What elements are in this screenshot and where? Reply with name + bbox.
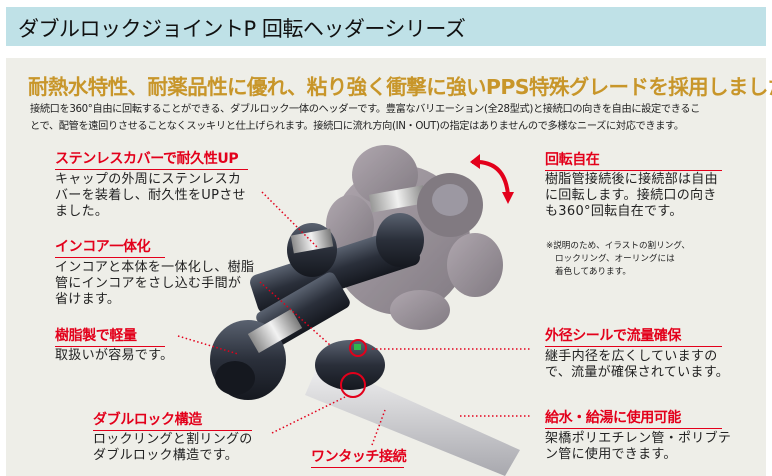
header-body <box>210 213 520 476</box>
leader-lines <box>177 191 530 446</box>
feature-title-onetouch: ワンタッチ接続 <box>311 446 407 468</box>
feature-title-stainless: ステンレスカバーで耐久性UP <box>55 148 248 170</box>
feature-title-rotation: 回転自在 <box>545 149 722 171</box>
page-title: ダブルロックジョイントP 回転ヘッダーシリーズ <box>18 17 466 41</box>
feature-title-seal: 外径シールで流量確保 <box>545 325 722 347</box>
feature-desc-resin: 取扱いが容易です。 <box>55 348 174 363</box>
feature-desc-seal: 継手内径を広くしていますので、流量が確保されています。 <box>545 349 729 380</box>
feature-title-resin: 樹脂製で軽量 <box>55 325 165 347</box>
feature-desc-usage: 架橋ポリエチレン管・ポリブテン管に使用できます。 <box>545 431 732 462</box>
feature-title-doublelock: ダブルロック構造 <box>93 409 252 431</box>
feature-desc-incore: インコアと本体を一体化し、樹脂管にインコアをさし込む手間が省けます。 <box>55 260 255 307</box>
illustration-note: ※説明のため、イラストの割リング、ロックリング、オーリングには着色してあります。 <box>546 241 690 277</box>
feature-desc-doublelock: ロックリングと割リングのダブルロック構造です。 <box>93 432 253 463</box>
feature-title-incore: インコア一体化 <box>55 236 165 258</box>
feature-title-usage: 給水・給湯に使用可能 <box>545 407 722 429</box>
feature-desc-stainless: キャップの外周にステンレスカバーを装着し、耐久性をUPさせました。 <box>55 172 246 219</box>
headline: 耐熱水特性、耐薬品性に優れ、粘り強く衝撃に強いPPS特殊グレードを採用しました。 <box>28 75 772 99</box>
title-bar: ダブルロックジョイントP 回転ヘッダーシリーズ <box>6 7 766 46</box>
feature-desc-rotation: 樹脂管接続後に接続部は自由に回転します。接続口の向きも360°回転自在です。 <box>545 172 718 219</box>
intro-line: とで、配管を遠回りさせることなくスッキリと仕上げられます。接続口に流れ方向(IN… <box>30 121 684 132</box>
intro-text: 接続口を360°自由に回転することができる、ダブルロック一体のヘッダーです。豊富… <box>30 101 760 135</box>
intro-line: 接続口を360°自由に回転することができる、ダブルロック一体のヘッダーです。豊富… <box>30 104 701 115</box>
